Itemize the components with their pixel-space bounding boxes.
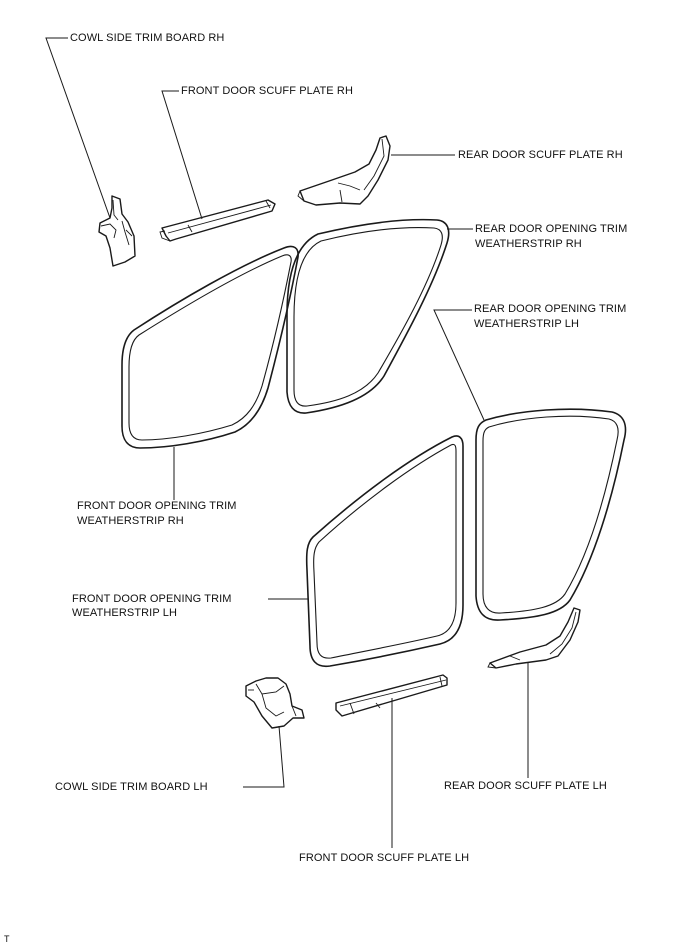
front-door-opening-weatherstrip-lh (305, 435, 464, 668)
label-front-ws-lh-line2: WEATHERSTRIP LH (72, 607, 177, 619)
rear-door-opening-weatherstrip-lh (475, 408, 627, 621)
cowl-side-trim-board-lh (245, 677, 305, 729)
label-rear-ws-rh-line2: WEATHERSTRIP RH (475, 238, 582, 250)
leader-lines (45, 37, 529, 848)
label-front-ws-rh-line2: WEATHERSTRIP RH (77, 515, 184, 527)
front-door-scuff-plate-rh (159, 199, 276, 242)
rear-door-scuff-plate-lh (487, 607, 581, 669)
label-rear-door-scuff-plate-lh: REAR DOOR SCUFF PLATE LH (444, 780, 607, 792)
corner-mark: T (4, 934, 10, 944)
rear-door-scuff-plate-rh (297, 135, 391, 206)
front-door-opening-weatherstrip-rh (121, 245, 299, 449)
label-front-ws-lh-line1: FRONT DOOR OPENING TRIM (72, 593, 232, 605)
label-rear-door-scuff-plate-rh: REAR DOOR SCUFF PLATE RH (458, 149, 623, 161)
leader-cowl-lh (243, 725, 285, 788)
leader-cowl-rh (45, 37, 111, 219)
cowl-side-trim-board-rh (98, 195, 136, 267)
label-cowl-side-trim-board-rh: COWL SIDE TRIM BOARD RH (70, 32, 225, 44)
label-front-door-scuff-plate-lh: FRONT DOOR SCUFF PLATE LH (299, 852, 470, 864)
label-rear-ws-rh-line1: REAR DOOR OPENING TRIM (475, 223, 628, 235)
label-front-ws-rh-line1: FRONT DOOR OPENING TRIM (77, 500, 237, 512)
label-rear-ws-lh-line1: REAR DOOR OPENING TRIM (474, 303, 627, 315)
label-cowl-side-trim-board-lh: COWL SIDE TRIM BOARD LH (55, 781, 208, 793)
rear-door-opening-weatherstrip-rh (286, 218, 450, 414)
leader-rear-ws-lh (433, 309, 485, 421)
label-front-door-scuff-plate-rh: FRONT DOOR SCUFF PLATE RH (181, 85, 353, 97)
front-door-scuff-plate-lh (335, 674, 448, 717)
label-rear-ws-lh-line2: WEATHERSTRIP LH (474, 318, 579, 330)
leader-front-scuff-rh (161, 90, 203, 220)
